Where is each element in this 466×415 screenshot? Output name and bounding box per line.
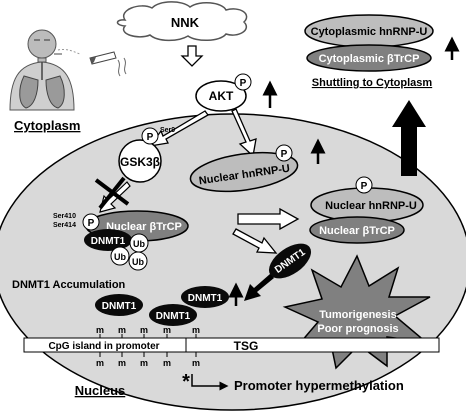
split-arrow-down: [232, 228, 278, 254]
cytoplasmic-btrcp-node: Cytoplasmic βTrCP: [306, 44, 432, 72]
nnk-to-akt-arrow: [180, 45, 204, 67]
nnk-label: NNK: [171, 15, 200, 30]
dna-strip: CpG island in promoter TSG: [23, 337, 440, 353]
right-btrcp-node: Nuclear βTrCP: [309, 216, 405, 244]
akt-to-hnrnpu-arrow: [231, 108, 257, 158]
akt-to-gsk-arrow: [148, 110, 209, 147]
methyl-marks: m m m m m m m m m m: [96, 325, 200, 368]
svg-text:Cytoplasmic βTrCP: Cytoplasmic βTrCP: [319, 53, 420, 65]
svg-text:m: m: [163, 358, 171, 368]
smoker-figure-icon: [9, 29, 127, 111]
cytoplasm-label: Cytoplasm: [14, 118, 80, 133]
svg-text:GSK3β: GSK3β: [120, 155, 160, 169]
cpg-label: CpG island in promoter: [48, 341, 159, 352]
svg-text:P: P: [240, 78, 247, 89]
ub-bubble-2: [110, 246, 130, 266]
svg-text:Poor prognosis: Poor prognosis: [317, 323, 398, 335]
svg-text:P: P: [88, 218, 95, 229]
svg-text:m: m: [140, 325, 148, 335]
svg-text:Cytoplasmic hnRNP-U: Cytoplasmic hnRNP-U: [311, 26, 428, 38]
svg-text:m: m: [192, 325, 200, 335]
accum-dnmt1-1: DNMT1: [95, 294, 143, 316]
svg-text:P: P: [147, 132, 154, 143]
svg-text:DNMT1: DNMT1: [91, 236, 126, 247]
block-x-icon: [94, 176, 130, 210]
promoter-arrow: [191, 374, 229, 391]
dnmt1-to-accumulation-arrow: [244, 274, 274, 301]
svg-text:Tumorigenesis: Tumorigenesis: [319, 309, 396, 321]
svg-text:DNMT1: DNMT1: [156, 311, 191, 322]
hnrnpu-phospho: [275, 144, 293, 162]
dnmt1-ub-complex: DNMT1 Ub Ub Ub: [84, 229, 149, 271]
akt-phospho: [234, 73, 252, 91]
svg-text:m: m: [96, 358, 104, 368]
nnk-cloud: NNK: [116, 1, 248, 42]
gsk-phospho: [141, 127, 159, 145]
accum-dnmt1-2: DNMT1: [149, 304, 197, 326]
star-mark: *: [182, 371, 190, 393]
svg-text:AKT: AKT: [209, 89, 234, 103]
ub-bubble-3: [128, 251, 148, 271]
accumulation-label: DNMT1 Accumulation: [12, 279, 126, 291]
btrcp-site-b: Ser414: [53, 222, 76, 229]
split-arrow-right: [237, 207, 300, 231]
btrcp-phospho: [82, 213, 100, 231]
nucleus-label: Nucleus: [75, 383, 126, 398]
svg-text:m: m: [118, 325, 126, 335]
svg-text:m: m: [140, 358, 148, 368]
svg-text:m: m: [118, 358, 126, 368]
svg-text:P: P: [361, 181, 368, 192]
accum-dnmt1-3: DNMT1: [181, 286, 229, 308]
gsk-site-label: Ser9: [160, 127, 175, 134]
svg-text:Nuclear βTrCP: Nuclear βTrCP: [106, 221, 182, 233]
gsk3b-node: GSK3β P Ser9: [118, 127, 175, 183]
svg-text:Ub: Ub: [132, 257, 144, 267]
svg-text:DNMT1: DNMT1: [102, 301, 137, 312]
svg-text:Ub: Ub: [133, 239, 145, 249]
svg-text:Nuclear βTrCP: Nuclear βTrCP: [319, 225, 395, 237]
nuclear-hnrnpu-node: Nuclear hnRNP-U P: [189, 144, 299, 193]
svg-text:P: P: [281, 149, 288, 160]
svg-text:Ub: Ub: [114, 252, 126, 262]
svg-text:Nuclear hnRNP-U: Nuclear hnRNP-U: [325, 200, 417, 212]
svg-text:m: m: [96, 325, 104, 335]
shuttle-label: Shuttling to Cytoplasm: [312, 77, 433, 89]
cytoplasmic-hnrnpu-node: Cytoplasmic hnRNP-U: [304, 14, 434, 48]
akt-node: AKT P: [195, 73, 252, 112]
svg-text:m: m: [192, 358, 200, 368]
right-hnrnpu-phospho: [355, 176, 373, 194]
tsg-label: TSG: [234, 339, 259, 353]
svg-text:DNMT1: DNMT1: [188, 293, 223, 304]
hypermethylation-label: Promoter hypermethylation: [234, 378, 404, 393]
svg-text:m: m: [163, 325, 171, 335]
btrcp-site-a: Ser410: [53, 213, 76, 220]
shuttle-up-arrow: [392, 100, 426, 176]
